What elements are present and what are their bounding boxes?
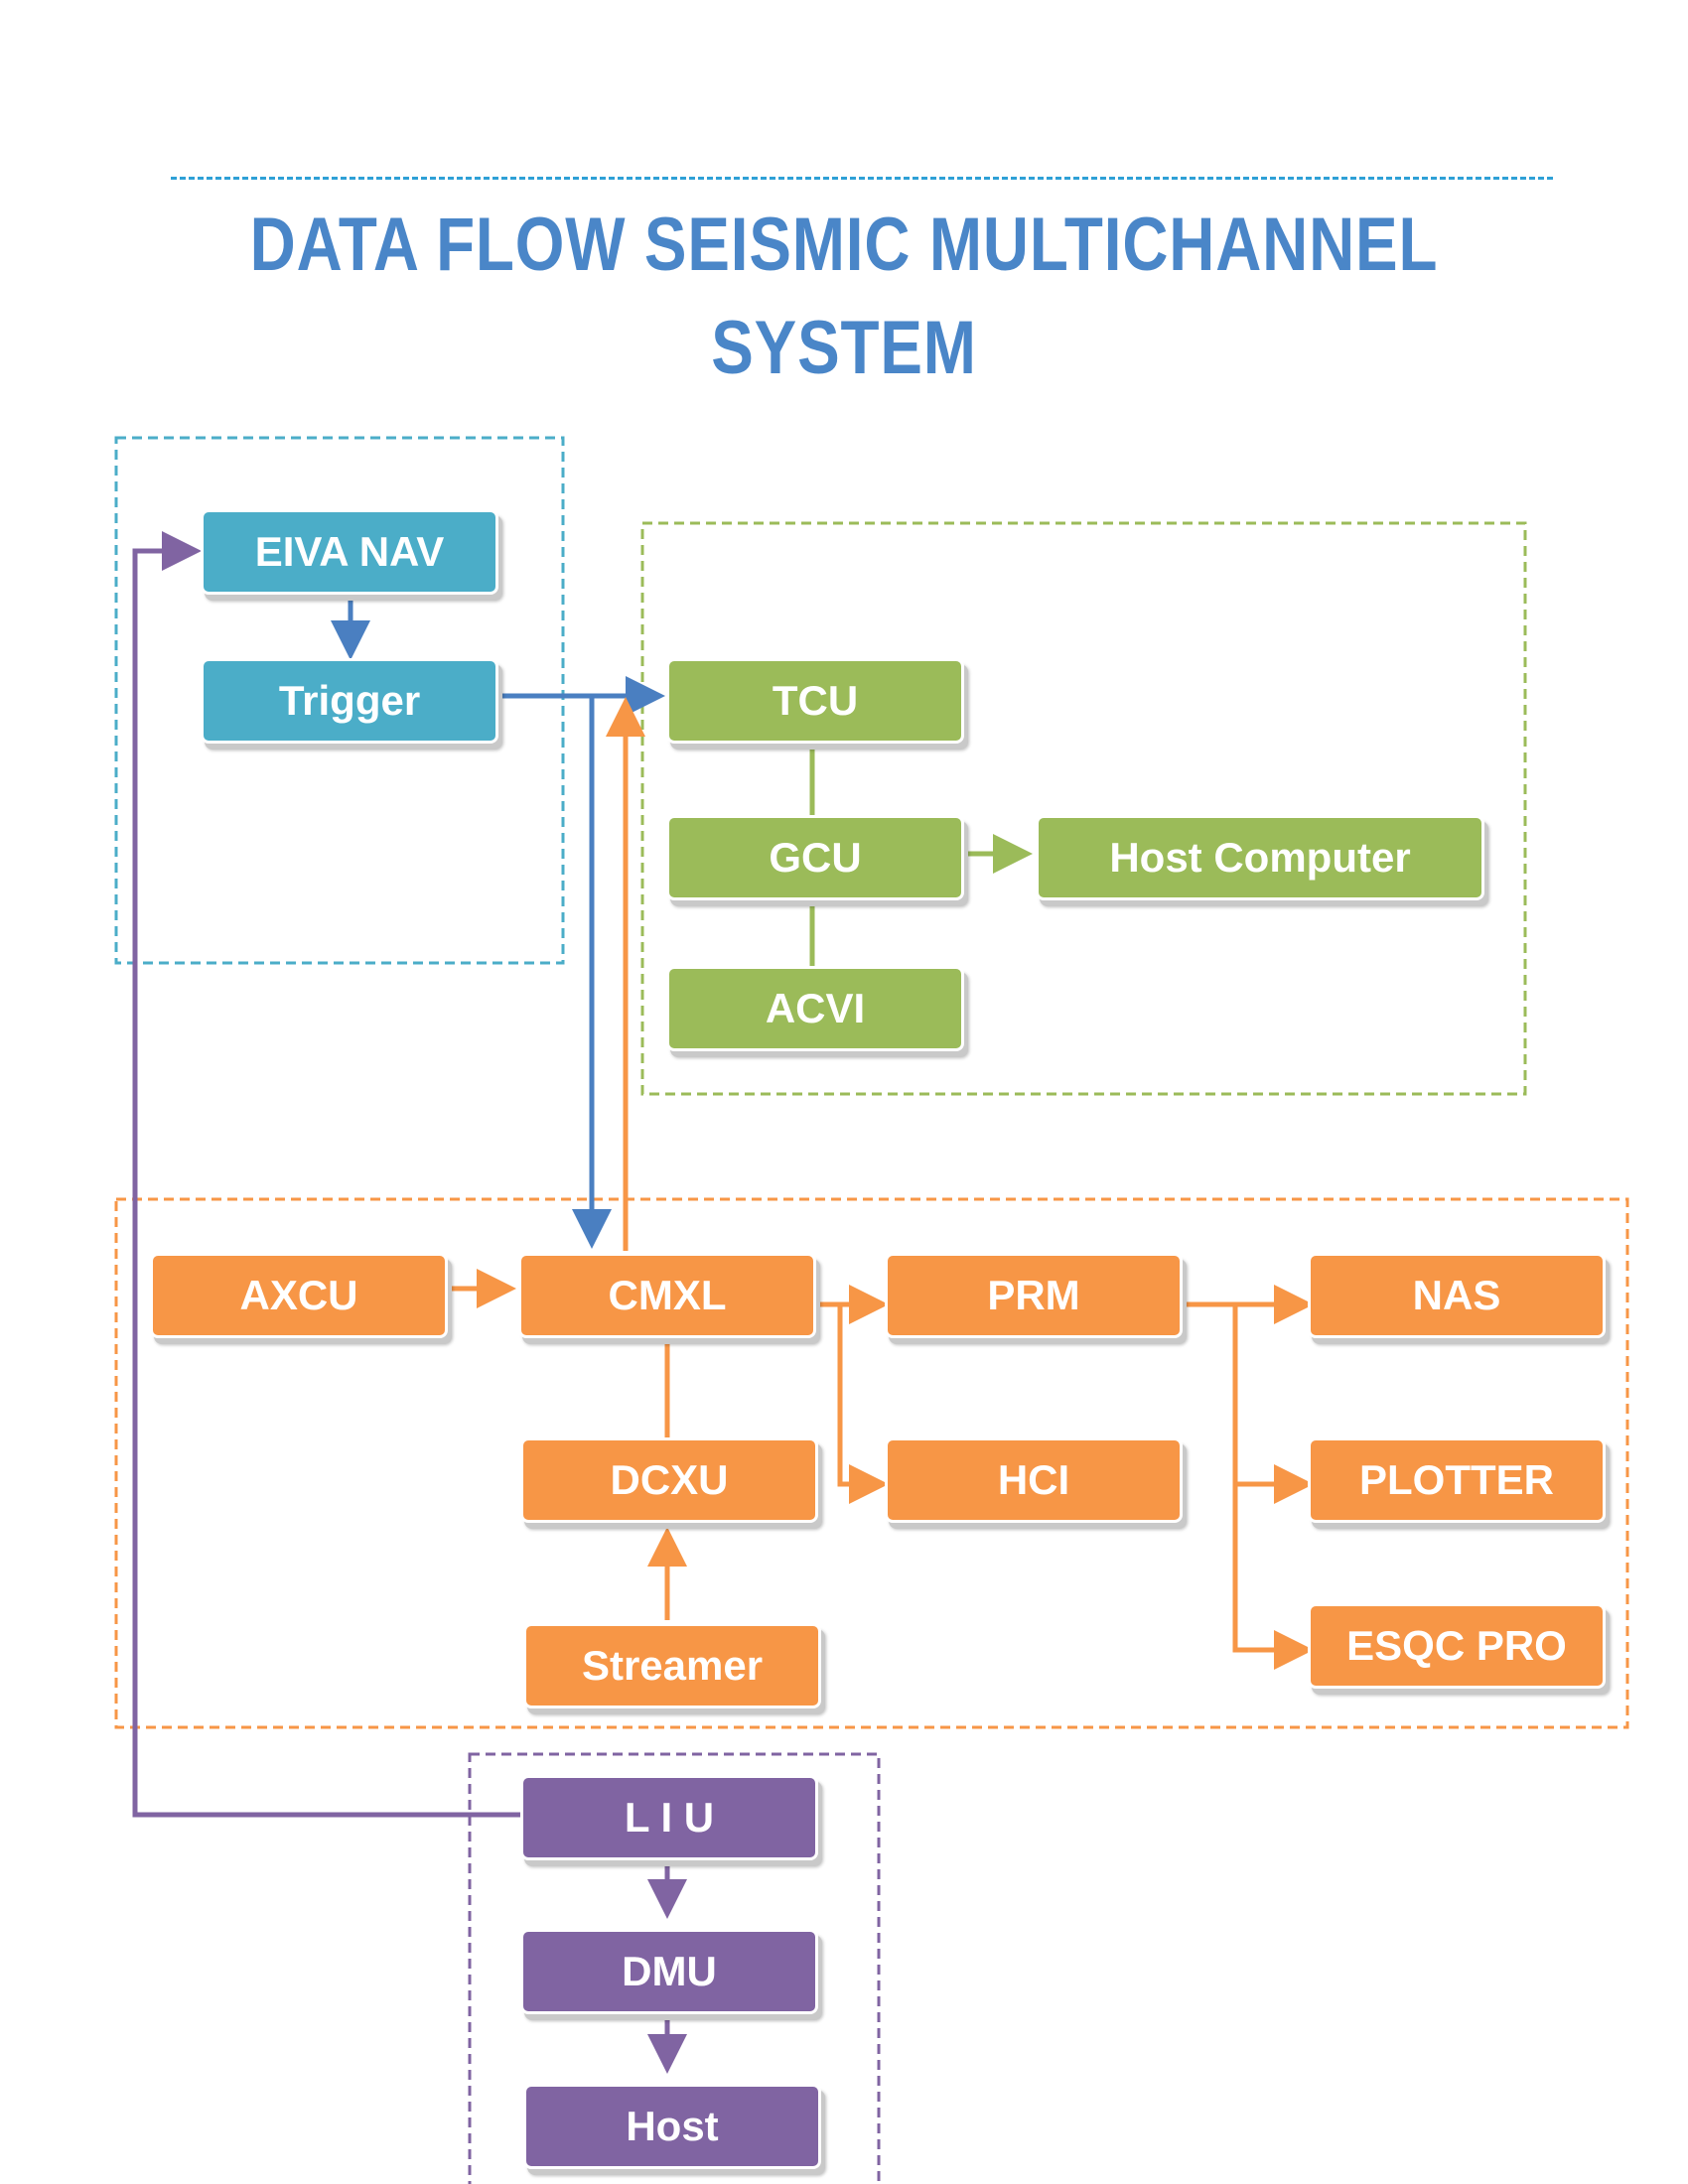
node-host-computer: Host Computer (1036, 815, 1484, 900)
recording-group-frame (640, 521, 1527, 1096)
navigation-group-frame (114, 436, 565, 965)
node-hci: HCI (885, 1437, 1183, 1523)
node-eiva-nav: EIVA NAV (201, 509, 498, 595)
node-trigger: Trigger (201, 658, 498, 744)
node-gcu: GCU (666, 815, 964, 900)
node-cmxl: CMXL (518, 1253, 816, 1338)
cmxl-to-hci-arrow (837, 1304, 889, 1504)
node-dmu: DMU (520, 1929, 818, 2014)
liu-to-eiva-arrow (132, 531, 526, 1818)
node-acvi: ACVI (666, 966, 964, 1051)
node-axcu: AXCU (150, 1253, 448, 1338)
title-divider (171, 177, 1553, 180)
prm-to-esqc-arrow (1232, 1484, 1314, 1670)
node-plotter: PLOTTER (1308, 1437, 1606, 1523)
title-line-2: SYSTEM (711, 306, 977, 390)
page-title: DATA FLOW SEISMIC MULTICHANNEL SYSTEM (0, 194, 1688, 400)
node-streamer: Streamer (523, 1623, 821, 1708)
node-nas: NAS (1308, 1253, 1606, 1338)
node-prm: PRM (885, 1253, 1183, 1338)
acquisition-group-frame (114, 1197, 1629, 1729)
node-dcxu: DCXU (520, 1437, 818, 1523)
positioning-group-frame (468, 1752, 881, 2184)
node-tcu: TCU (666, 658, 964, 744)
node-esqc-pro: ESQC PRO (1308, 1603, 1606, 1689)
prm-to-plotter-arrow (1232, 1304, 1314, 1504)
node-liu: L I U (520, 1775, 818, 1860)
title-line-1: DATA FLOW SEISMIC MULTICHANNEL (249, 203, 1439, 287)
node-host: Host (523, 2084, 821, 2169)
